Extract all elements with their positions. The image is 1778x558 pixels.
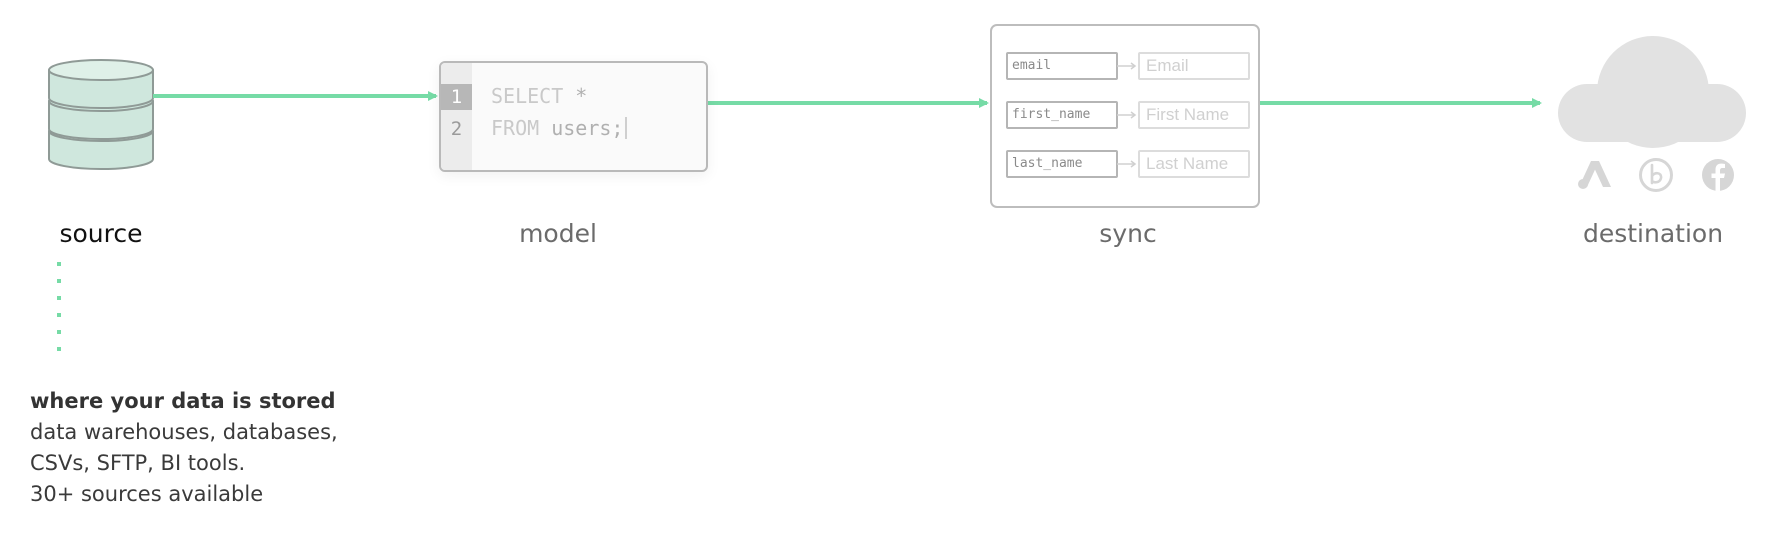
source-field: last_name	[1006, 150, 1118, 178]
stage-label-source: source	[59, 219, 143, 248]
source-description-line: 30+ sources available	[30, 482, 264, 506]
source-description-line: CSVs, SFTP, BI tools.	[30, 451, 246, 475]
destination-field: Last Name	[1138, 150, 1250, 178]
database-icon	[48, 59, 154, 170]
mapping-arrow-icon	[1117, 160, 1137, 168]
code-line: 1 SELECT *	[441, 83, 706, 110]
field-mapping-panel: email Email first_name First Name last_n…	[990, 24, 1260, 208]
mapping-row-email: email Email	[1006, 52, 1250, 80]
stage-label-model: model	[519, 219, 597, 248]
sql-keyword: SELECT	[491, 84, 564, 108]
sql-keyword: FROM	[491, 116, 540, 140]
stage-label-destination: destination	[1582, 219, 1724, 248]
source-description: where your data is stored data warehouse…	[30, 386, 338, 510]
destination-field: First Name	[1138, 101, 1250, 129]
source-description-title: where your data is stored	[30, 389, 336, 413]
google-ads-icon	[1578, 161, 1611, 189]
sql-text: *	[563, 84, 588, 108]
text-cursor	[625, 117, 628, 139]
source-description-line: data warehouses, databases,	[30, 420, 338, 444]
source-field: first_name	[1006, 101, 1118, 129]
stage-label-sync: sync	[1099, 219, 1157, 248]
mapping-row-last-name: last_name Last Name	[1006, 150, 1250, 178]
braze-icon	[1639, 158, 1673, 192]
source-field: email	[1006, 52, 1118, 80]
editor-gutter	[441, 63, 472, 170]
destination-field: Email	[1138, 52, 1250, 80]
sql-editor: 1 SELECT * 2 FROM users;	[439, 61, 708, 172]
facebook-icon	[1702, 159, 1734, 191]
code-line: 2 FROM users;	[441, 115, 706, 141]
mapping-row-first-name: first_name First Name	[1006, 101, 1250, 129]
line-number: 1	[441, 84, 472, 110]
mapping-arrow-icon	[1117, 62, 1137, 70]
sql-text: users;	[539, 116, 624, 140]
line-number: 2	[450, 118, 463, 140]
cloud-icon	[1558, 36, 1746, 148]
mapping-arrow-icon	[1117, 111, 1137, 119]
